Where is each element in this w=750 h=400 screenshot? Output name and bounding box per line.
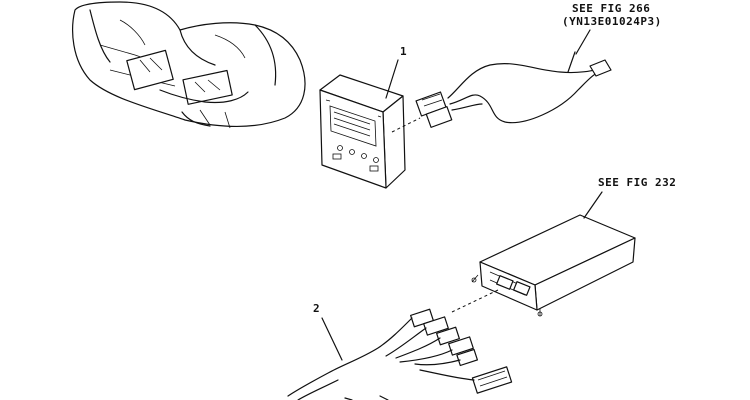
ref-fig-266: SEE FIG 266 (YN13E01024P3)	[562, 2, 662, 55]
panel-harness	[415, 51, 612, 128]
ref-fig-266-line2: (YN13E01024P3)	[562, 15, 662, 28]
callout-1-number: 1	[400, 45, 407, 58]
ref-fig-266-line1: SEE FIG 266	[572, 2, 650, 15]
main-harness	[287, 308, 513, 400]
ref-fig-232-line1: SEE FIG 232	[598, 176, 676, 189]
control-panel-part	[319, 74, 421, 189]
callout-2-number: 2	[313, 302, 320, 315]
callout-1-leader	[385, 59, 399, 99]
cab-unit-illustration	[72, 1, 306, 129]
callout-2-leader	[321, 317, 343, 361]
ref-fig-232: SEE FIG 232	[583, 176, 676, 219]
controller-box	[471, 214, 636, 317]
harness-2-link	[451, 289, 499, 313]
